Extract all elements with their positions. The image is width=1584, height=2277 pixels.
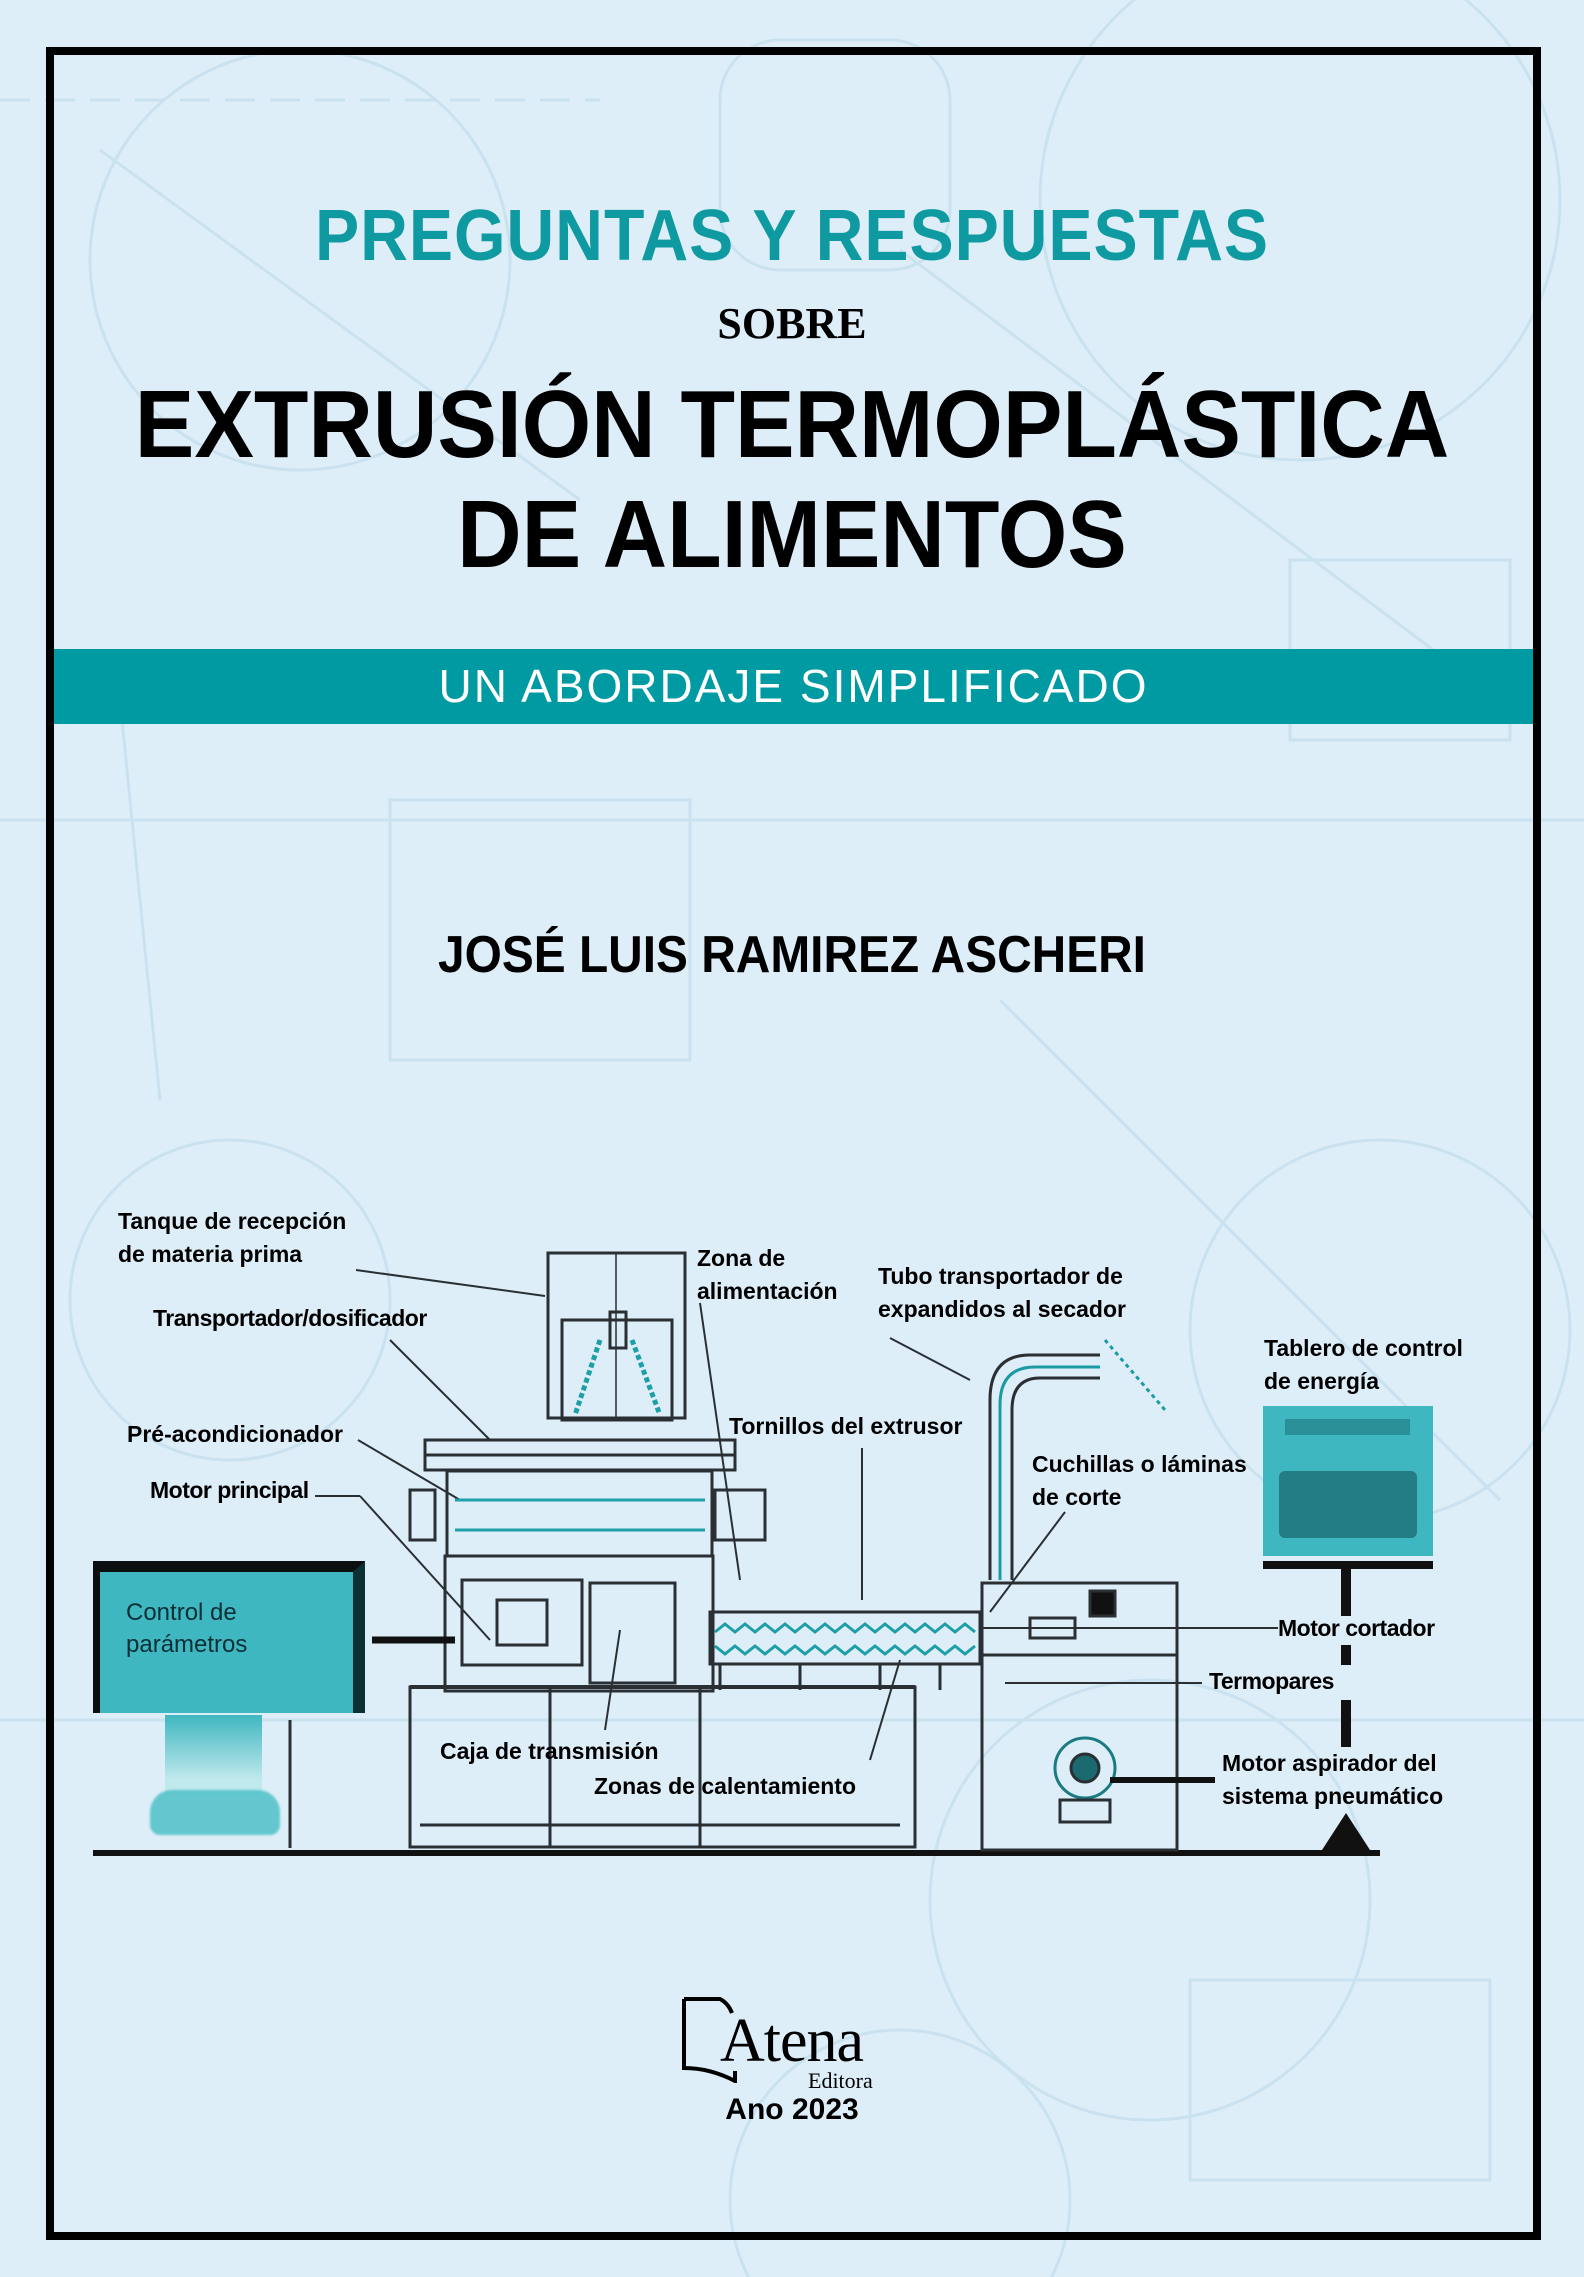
label-zonas-calentamiento: Zonas de calentamiento	[594, 1773, 857, 1799]
cover-frame	[46, 47, 1541, 2240]
main-title-line-1: EXTRUSIÓN TERMOPLÁSTICA	[134, 371, 1450, 478]
open-book-icon	[682, 1997, 737, 2083]
energy-control-panel	[1263, 1406, 1433, 1556]
control-stand	[165, 1715, 262, 1795]
main-title: EXTRUSIÓN TERMOPLÁSTICA DE ALIMENTOS	[55, 370, 1528, 590]
publisher-name: Atena	[720, 2007, 864, 2075]
label-transportador: Transportador/dosificador	[153, 1305, 427, 1331]
label-tablero: Tablero de control de energía	[1264, 1335, 1463, 1394]
subtitle: UN ABORDAJE SIMPLIFICADO	[438, 660, 1149, 712]
parameter-control-screen: Control de parámetros	[93, 1561, 365, 1713]
label-caja-transmision: Caja de transmisión	[440, 1738, 659, 1764]
publisher-sub: Editora	[808, 2068, 873, 2093]
subtitle-band: UN ABORDAJE SIMPLIFICADO	[54, 649, 1533, 724]
control-base	[150, 1790, 280, 1835]
publisher-logo: Atena Editora	[680, 1988, 910, 2098]
label-cuchillas: Cuchillas o láminas de corte	[1032, 1451, 1247, 1510]
panel-keypad	[1279, 1471, 1417, 1538]
label-motor-aspirador: Motor aspirador del sistema pneumático	[1222, 1750, 1444, 1809]
label-tornillos: Tornillos del extrusor	[729, 1413, 963, 1439]
publication-year: Ano 2023	[725, 2093, 859, 2126]
label-tubo: Tubo transportador de expandidos al seca…	[878, 1263, 1126, 1322]
author-name: JOSÉ LUIS RAMIREZ ASCHERI	[438, 926, 1146, 984]
parameter-control-label: Control de parámetros	[126, 1599, 248, 1658]
label-termopares: Termopares	[1209, 1668, 1334, 1694]
label-tanque: Tanque de recepción de materia prima	[118, 1208, 347, 1267]
main-title-line-2: DE ALIMENTOS	[457, 481, 1127, 588]
label-motor-cortador: Motor cortador	[1278, 1615, 1435, 1641]
panel-display	[1285, 1419, 1410, 1435]
label-motor-principal: Motor principal	[150, 1477, 309, 1503]
title-connector: SOBRE	[717, 299, 867, 348]
label-preacondicionador: Pré-acondicionador	[127, 1421, 343, 1447]
label-zona-alimentacion: Zona de alimentación	[697, 1245, 838, 1304]
title-top: PREGUNTAS Y RESPUESTAS	[315, 196, 1269, 276]
